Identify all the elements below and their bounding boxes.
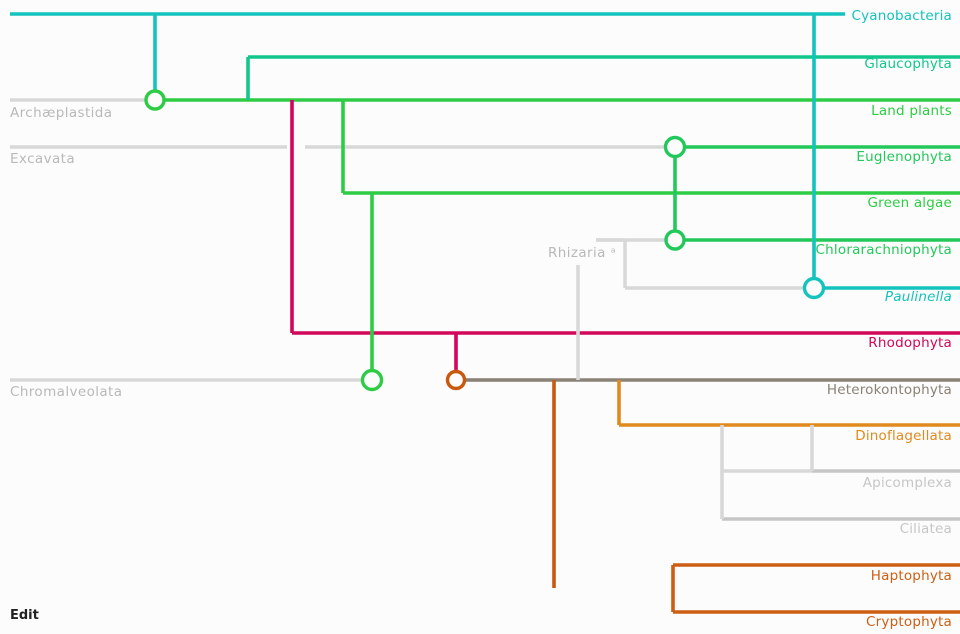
group-label-chromalveolata: Chromalveolata [10, 384, 122, 400]
taxon-label-cryptophyta[interactable]: Cryptophyta [866, 614, 952, 630]
taxon-label-land-plants[interactable]: Land plants [871, 103, 952, 119]
taxon-label-ciliatea[interactable]: Ciliatea [900, 521, 952, 537]
endosymbiosis-node-layer [144, 89, 826, 392]
connector-line-layer [153, 14, 816, 612]
taxon-label-heterokontophyta[interactable]: Heterokontophyta [827, 382, 952, 398]
endosymbiosis-node-node-paulinella[interactable] [802, 276, 826, 300]
taxon-label-chlorarachniophyta[interactable]: Chlorarachniophyta [816, 242, 952, 258]
taxon-label-rhodophyta[interactable]: Rhodophyta [868, 335, 952, 351]
endosymbiosis-node-node-archaeplastida[interactable] [144, 89, 166, 111]
gray-branch-layer [10, 98, 812, 473]
endosymbiosis-node-node-chromalveolata-red[interactable] [445, 369, 467, 391]
branch-line-layer [10, 12, 960, 614]
group-label-rhizaria: Rhizaria ᵃ [548, 245, 616, 261]
taxon-label-apicomplexa[interactable]: Apicomplexa [863, 475, 952, 491]
edit-button[interactable]: Edit [10, 608, 39, 623]
taxon-label-glaucophyta[interactable]: Glaucophyta [864, 56, 952, 72]
group-label-archaeplastida: Archæplastida [10, 105, 112, 121]
taxon-label-euglenophyta[interactable]: Euglenophyta [856, 149, 952, 165]
taxon-label-paulinella[interactable]: Paulinella [885, 289, 952, 305]
group-label-excavata: Excavata [10, 151, 75, 167]
endosymbiosis-node-node-chromalveolata-green[interactable] [360, 368, 384, 392]
taxon-label-cyanobacteria[interactable]: Cyanobacteria [851, 8, 952, 24]
taxon-label-haptophyta[interactable]: Haptophyta [871, 568, 952, 584]
endosymbiosis-node-node-euglenophyta[interactable] [663, 135, 687, 159]
taxon-label-green-algae[interactable]: Green algae [867, 195, 952, 211]
taxon-label-dinoflagellata[interactable]: Dinoflagellata [855, 428, 952, 444]
endosymbiosis-node-node-chlorarachniophyta[interactable] [664, 229, 686, 251]
